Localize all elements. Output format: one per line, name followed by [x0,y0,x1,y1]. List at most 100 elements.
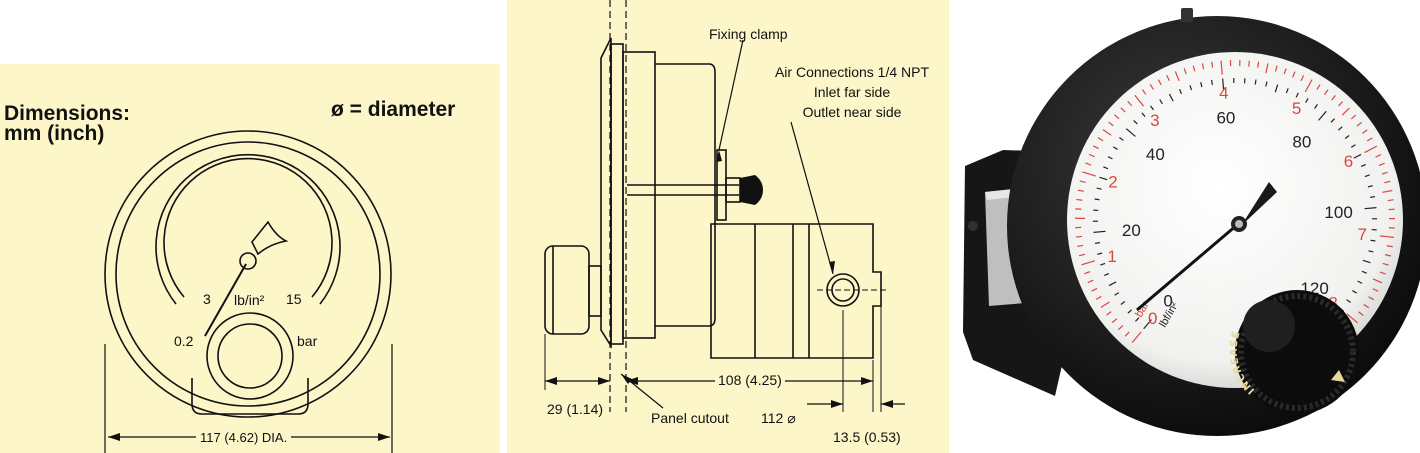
black-tick [1368,250,1374,253]
red-tick [1257,61,1260,68]
dim-label-108: 108 (4.25) [715,372,785,388]
red-tick [1220,60,1223,75]
red-tick [1075,235,1082,238]
arrow-icon [716,150,722,162]
clamp-knob [740,175,763,205]
black-tick [1305,97,1309,103]
inlet-label: Inlet far side [813,84,891,100]
black-tick [1096,187,1102,190]
gauge-needle [1136,223,1238,312]
red-scale-label: 2 [1108,173,1117,192]
red-tick [1341,107,1350,116]
red-tick [1106,311,1112,316]
dial-arc-inner [155,153,341,305]
black-tick [1141,112,1146,117]
red-tick [1091,287,1098,292]
side-view-drawing [544,0,905,412]
front-view-drawing [104,130,393,453]
red-scale-label: 7 [1358,225,1367,244]
red-tick [1274,65,1278,72]
red-tick [1358,311,1364,316]
red-tick [1378,162,1385,167]
needle-counterweight [1241,182,1277,226]
red-tick [1363,303,1370,309]
scale-label-0-2: 0.2 [174,333,194,349]
black-tick [1370,239,1376,242]
black-tick [1352,290,1358,294]
bezel-profile [600,37,612,349]
width-dimension-label: 117 (4.62) DIA. [196,430,292,446]
black-tick [1107,156,1113,160]
red-tick [1134,94,1145,107]
front-view-panel: Dimensions: mm (inch) ø = diameter 3 15 … [0,64,500,453]
black-tick [1119,137,1124,141]
red-tick [1079,180,1086,183]
red-tick [1076,198,1083,201]
clamp-nut [725,177,741,203]
red-tick [1380,235,1395,239]
red-tick [1127,100,1133,107]
black-tick [1330,118,1335,123]
red-tick [1120,107,1126,113]
unit-lb-in2: lb/in² [234,292,265,308]
dim-label-13-5: 13.5 (0.53) [833,429,901,445]
red-tick [1346,313,1358,324]
dimensions-units: mm (inch) [4,122,105,145]
red-tick [1382,262,1389,266]
black-tick [1344,135,1350,139]
red-tick [1108,121,1114,127]
mounting-foot [191,378,309,415]
red-tick [1300,75,1305,82]
black-tick [1362,259,1371,264]
black-tick [1361,270,1367,274]
black-tick [1274,84,1279,93]
red-tick [1384,180,1391,184]
red-tick [1087,279,1094,284]
black-tick [1150,105,1154,111]
scale-label-15: 15 [286,291,302,307]
red-tick [1379,271,1386,275]
arrow-icon [626,377,638,385]
unit-bar: bar [297,333,318,349]
black-tick [1159,99,1163,105]
red-tick [1372,278,1383,284]
black-tick [1100,262,1106,266]
black-tick [1094,242,1100,245]
red-tick [1149,83,1154,90]
red-tick [1100,301,1110,308]
red-tick [1078,253,1086,257]
arrow-left-icon [108,433,120,441]
red-scale-label: 6 [1344,152,1353,171]
red-tick [1292,71,1296,78]
needle [204,263,247,337]
black-tick [1367,185,1373,188]
red-tick [1166,75,1170,81]
red-tick [1331,95,1336,101]
black-tick [1364,174,1370,178]
red-scale-label: 0 [1148,309,1157,328]
red-tick [1095,295,1102,300]
black-tick [1350,144,1356,148]
red-tick [1381,171,1388,175]
red-tick [1364,145,1378,154]
red-tick [1082,171,1096,177]
black-scale-label: 60 [1216,108,1235,127]
black-tick [1099,176,1108,181]
arrow-icon [881,400,893,408]
black-tick [1143,319,1152,330]
arrow-icon [831,400,843,408]
red-tick [1183,68,1187,75]
outer-bezel-ring [104,130,392,418]
bezel-flange [610,43,624,345]
red-tick [1384,254,1392,257]
black-tick [1338,126,1343,131]
black-scale-label: 0 [1163,292,1172,311]
red-tick [1114,114,1120,120]
dim-label-29: 29 (1.14) [547,401,604,417]
red-tick [1248,60,1250,67]
black-tick [1314,104,1318,109]
red-tick [1387,199,1394,202]
red-tick [1356,121,1363,127]
black-tick [1125,128,1136,137]
black-tick [1357,280,1363,284]
